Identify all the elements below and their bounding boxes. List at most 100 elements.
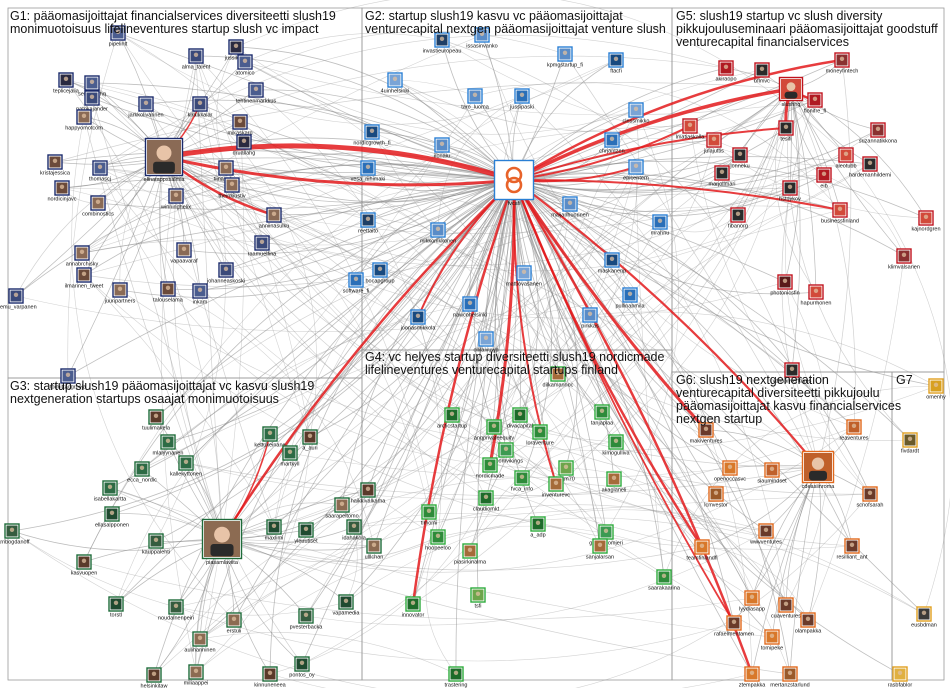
node-theinkiustiv[interactable]: theinkiustiv [218,177,246,200]
node-helsinkitaw[interactable]: helsinkitaw [141,667,168,688]
node-siaumindset[interactable]: siaumindset [757,462,787,485]
node-inventurevc[interactable]: inventurevc [542,476,570,499]
node-pipelinlt[interactable]: pipelinlt [109,25,128,48]
node-inkam[interactable]: inkam [192,283,208,306]
node-jussikaml[interactable]: jussikaml [224,39,248,62]
node-ilmarinen_tweet[interactable]: ilmarinen_tweet [65,267,104,290]
node-dilkamannoc[interactable]: dilkamannoc [543,366,574,389]
node-issasinvanko[interactable]: issasinvanko [466,27,498,50]
node-ollilaivuwo[interactable]: ollilaivuwo [473,331,499,354]
node-slushhq[interactable]: slushhq [778,76,804,109]
node-openoccasvc[interactable]: openoccasvc [714,460,746,483]
node-jarkkolivarinen[interactable]: jarkkolivarinen [127,96,164,119]
node-bocapgroup[interactable]: bocapgroup [365,262,395,285]
node-ecca_nordic[interactable]: ecca_nordic [127,461,157,484]
node-jonneku[interactable]: jonneku [729,147,750,170]
node-hardemanhildemi[interactable]: hardemanhildemi [849,156,891,179]
node-kettukeinane[interactable]: kettukeinane [254,426,286,449]
node-raamuelfina[interactable]: raamuelfina [248,235,278,258]
node-hapurmonen[interactable]: hapurmonen [801,284,832,307]
node-jussipaski[interactable]: jussipaski [509,88,534,111]
node-marjollmari[interactable]: marjollmari [709,165,736,188]
node-annabrchisky[interactable]: annabrchisky [66,245,99,268]
node-pullinanmila[interactable]: pullinanmila [615,287,645,310]
node-flonifre_fl[interactable]: flonifre_fl [804,92,826,115]
node-yleuutiset[interactable]: yleuutiset [294,522,318,545]
node-mikkoriikkonen[interactable]: mikkoriikkonen [420,222,456,245]
node-vapamedia[interactable]: vapamedia [333,594,361,617]
node-timomi[interactable]: timomi [421,504,437,527]
node-thomascj[interactable]: thomascj [89,160,111,183]
node-isabellakartta[interactable]: isabellakartta [94,480,127,503]
node-kallekyttonen[interactable]: kallekyttonen [170,455,202,478]
node-elinatappssalmia[interactable]: elinatappssalmia [144,137,186,184]
node-epicentern[interactable]: epicentern [623,159,649,182]
node-maxlimi[interactable]: maxlimi [265,519,284,542]
node-teemu_varpanen[interactable]: teemu_varpanen [0,288,37,311]
node-vesa_riihimaki[interactable]: vesa_riihimaki [351,160,386,183]
node-miliaappei[interactable]: miliaappei [184,664,209,687]
node-fvcafi[interactable]: fvcafi [493,159,535,208]
node-torstl[interactable]: torstl [108,596,124,619]
node-anniinasulku[interactable]: anniinasulku [259,207,290,230]
node-iionaiu[interactable]: iionaiu [434,137,450,160]
node-johanneaskoski[interactable]: johanneaskoski [206,262,245,285]
node-ztempakka[interactable]: ztempakka [739,666,767,688]
node-makiventures[interactable]: makiventures [690,422,723,445]
node-software_fi[interactable]: software_fi [343,272,370,295]
node-resilliant_ant[interactable]: resilliant_ant [837,538,868,561]
node-akagianeli[interactable]: akagianeli [602,471,627,494]
node-olampakka[interactable]: olampakka [795,612,823,635]
node-maskanenp[interactable]: maskanenp [598,252,626,275]
node-atomico[interactable]: atomico [235,54,255,77]
node-talouselama[interactable]: talouselama [153,281,184,304]
node-bflmvc[interactable]: bflmvc [754,62,770,85]
node-mikaskarp[interactable]: mikaskarp [227,114,253,137]
node-slam70[interactable]: slam70 [557,460,575,483]
node-fivdardt[interactable]: fivdardt [901,432,920,455]
node-eusbdman[interactable]: eusbdman [911,606,937,629]
node-photonicsfin[interactable]: photonicsfin [770,274,800,297]
node-julajuttis[interactable]: julajuttis [703,132,724,155]
node-invastieuropeau[interactable]: invastieuropeau [423,32,462,55]
node-ellasalpponen[interactable]: ellasalpponen [95,506,129,529]
node-moneyfintech[interactable]: moneyfintech [826,52,859,75]
node-teamfinlandfi[interactable]: teamfinlandfi [686,539,718,562]
node-kinnuneneea[interactable]: kinnuneneea [254,666,287,688]
node-taro_luoma[interactable]: taro_luoma [461,88,490,111]
node-chrjantzen[interactable]: chrjantzen [599,132,625,155]
node-nordicinjavc[interactable]: nordicinjavc [47,180,77,203]
node-claudiomkt[interactable]: claudiomkt [473,490,500,513]
node-pvesterbacka[interactable]: pvesterbacka [290,608,324,631]
node-suzannatikkona[interactable]: suzannatikkona [859,122,898,145]
node-piasirkinalma[interactable]: piasirkinalma [454,543,487,566]
node-tomipeke[interactable]: tomipeke [761,629,783,652]
node-lmatiaskalla[interactable]: lmatiaskalla [676,118,706,141]
node-scnofsarah[interactable]: scnofsarah [857,486,884,509]
node-nordicgrowth_fi[interactable]: nordicgrowth_fi [353,124,391,147]
node-mrahnu[interactable]: mrahnu [651,214,670,237]
node-rasbfablor[interactable]: rasbfablor [888,666,913,688]
node-combinostics[interactable]: combinostics [82,195,114,218]
node-noudalnenpeiri[interactable]: noudalnenpeiri [158,599,194,622]
node-ulllchan[interactable]: ulllchan [365,538,384,561]
node-hoopeeloo[interactable]: hoopeeloo [425,529,451,552]
node-aleotubb[interactable]: aleotubb [835,147,857,170]
node-rafaelmentamen[interactable]: rafaelmentamen [714,615,754,638]
node-nordicmade[interactable]: nordicmade [476,457,505,480]
node-kimogulliva[interactable]: kimogulliva [602,434,631,457]
node-saarapeltomo[interactable]: saarapeltomo [325,497,359,520]
node-nawcohelsinki[interactable]: nawcohelsinki [453,296,487,319]
node-omenhy[interactable]: omenhy [926,378,946,401]
node-teplicejalia[interactable]: teplicejalia [53,72,80,95]
node-a_adp[interactable]: a_adp [530,516,546,539]
node-a_auri[interactable]: a_auri [302,429,318,452]
node-tsfi[interactable]: tsfi [470,587,486,610]
node-arcticstartup[interactable]: arcticstartup [437,407,467,430]
node-juuripartners[interactable]: juuripartners [104,282,136,305]
node-lyydiasapp[interactable]: lyydiasapp [739,590,765,613]
node-winninghelix[interactable]: winninghelix [160,188,191,211]
node-aulihanninen[interactable]: aulihanninen [184,631,216,654]
node-innovator[interactable]: innovator [402,596,425,619]
node-piasamlaviita[interactable]: piasamlaviita [201,518,243,567]
